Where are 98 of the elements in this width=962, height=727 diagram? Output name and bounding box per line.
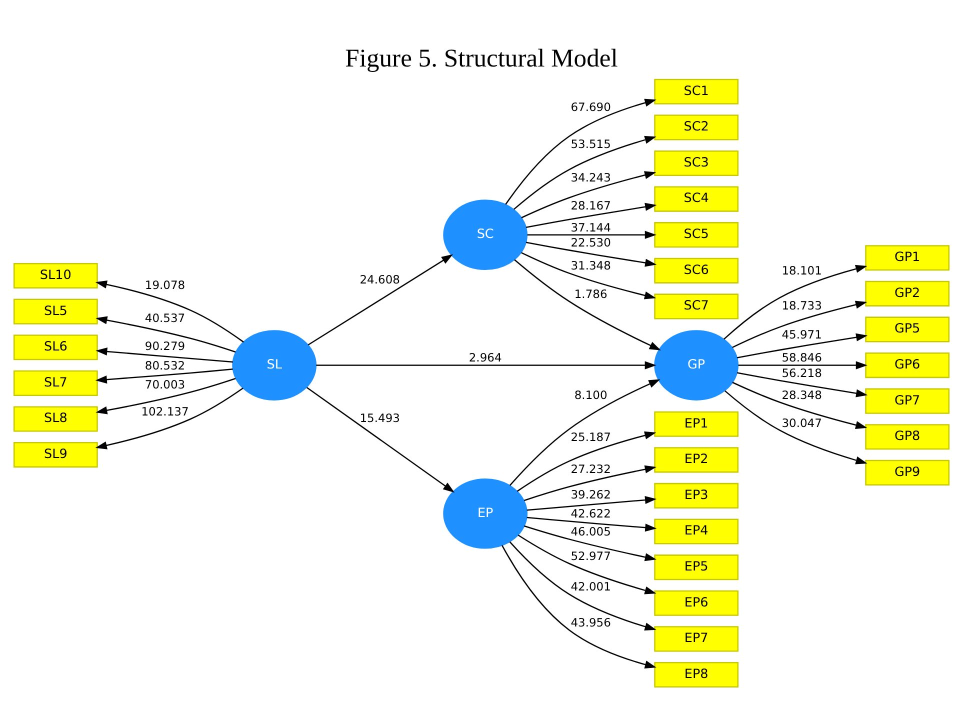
arrow	[526, 516, 656, 532]
arrow	[307, 254, 453, 345]
node-box: SC7	[654, 293, 738, 319]
edge-label: 42.622	[570, 506, 610, 520]
arrow	[526, 495, 656, 510]
arrow	[524, 524, 656, 561]
edge-label: 39.262	[570, 487, 610, 502]
arrow	[95, 377, 236, 414]
node-box: SL8	[12, 406, 98, 432]
edge-label: 52.977	[570, 548, 610, 562]
edge-label: 80.532	[144, 358, 185, 372]
node-box: SC6	[654, 257, 738, 283]
edge-label: 2.964	[468, 350, 502, 364]
node-box: SC3	[654, 150, 738, 176]
node-ellipse: SC	[442, 199, 528, 270]
edge-label: 53.515	[570, 136, 610, 151]
node-ellipse: GP	[654, 330, 738, 400]
node-box: GP2	[864, 280, 950, 306]
edge-label: 18.101	[781, 263, 822, 278]
node-box: SC4	[654, 186, 738, 212]
arrow	[94, 387, 243, 449]
arrow	[514, 258, 660, 350]
edge-label: 24.608	[359, 272, 400, 286]
node-box: GP5	[864, 316, 950, 342]
edge-label: 46.005	[570, 524, 610, 538]
arrow	[520, 252, 656, 299]
node-box: SL7	[12, 370, 98, 396]
node-box: SL5	[12, 298, 98, 324]
arrow	[501, 544, 656, 668]
edge-label: 27.232	[570, 461, 610, 476]
node-box: EP7	[654, 626, 738, 652]
node-box: SC1	[654, 78, 738, 104]
edge-label: 34.243	[570, 170, 610, 184]
node-box: SL6	[12, 334, 98, 360]
arrow	[512, 135, 656, 210]
node-box: SC2	[654, 114, 738, 140]
arrow	[526, 230, 656, 238]
arrow	[738, 360, 867, 369]
node-box: GP8	[864, 424, 950, 450]
arrow	[736, 332, 868, 358]
edge-label: 1.786	[574, 286, 607, 300]
node-box: EP3	[654, 482, 738, 508]
node-box: EP6	[654, 590, 738, 616]
edge-label: 40.537	[144, 310, 185, 325]
node-box: EP1	[654, 410, 738, 436]
edge-label: 19.078	[144, 277, 185, 292]
edge-label: 8.100	[574, 387, 607, 402]
node-box: EP5	[654, 554, 738, 580]
edge-label: 31.348	[570, 258, 610, 272]
edge-label: 37.144	[570, 220, 610, 234]
edge-label: 28.348	[781, 387, 822, 402]
arrow	[504, 98, 656, 204]
arrow	[516, 430, 656, 492]
edge-label: 90.279	[144, 338, 185, 353]
arrow	[517, 534, 656, 594]
edge-label: 22.530	[570, 235, 610, 250]
node-box: GP6	[864, 352, 950, 378]
arrow	[736, 372, 868, 397]
arrow	[523, 464, 656, 501]
arrow	[723, 264, 867, 340]
edge-label: 25.187	[570, 429, 610, 444]
edge-label: 30.047	[781, 415, 822, 430]
edge-label: 43.956	[570, 614, 610, 629]
node-box: EP8	[654, 661, 738, 688]
node-box: SL9	[12, 442, 98, 468]
node-box: SL10	[12, 262, 98, 288]
edge-label: 70.003	[144, 377, 185, 392]
edge-label: 18.733	[781, 298, 822, 312]
arrow	[732, 381, 867, 428]
edge-label: 58.846	[781, 350, 822, 364]
arrow	[94, 280, 244, 342]
edge-label: 15.493	[359, 410, 400, 424]
arrow	[724, 390, 867, 464]
node-box: SC5	[654, 222, 738, 248]
arrow	[525, 241, 656, 266]
arrow	[508, 540, 656, 630]
edge-label: 56.218	[781, 366, 822, 380]
arrow	[525, 202, 656, 228]
edge-label: 42.001	[570, 579, 610, 594]
edge-label: 45.971	[781, 327, 822, 342]
edge-label: 28.167	[570, 198, 610, 212]
node-ellipse: SL	[232, 330, 316, 400]
node-box: GP1	[864, 244, 950, 270]
arrow	[306, 386, 454, 492]
arrow	[732, 300, 867, 348]
arrow	[95, 347, 233, 362]
edge-label: 102.137	[140, 404, 188, 418]
node-box: EP2	[654, 446, 738, 472]
arrow	[94, 368, 232, 384]
arrow	[508, 378, 660, 486]
arrow	[95, 316, 236, 352]
edge-label: 67.690	[570, 100, 610, 114]
node-box: GP7	[864, 388, 950, 414]
node-box: GP9	[864, 459, 950, 485]
diagram-title: Figure 5. Structural Model	[344, 43, 618, 72]
arrow	[520, 170, 656, 218]
arrow	[316, 360, 656, 369]
node-box: EP4	[654, 518, 738, 544]
